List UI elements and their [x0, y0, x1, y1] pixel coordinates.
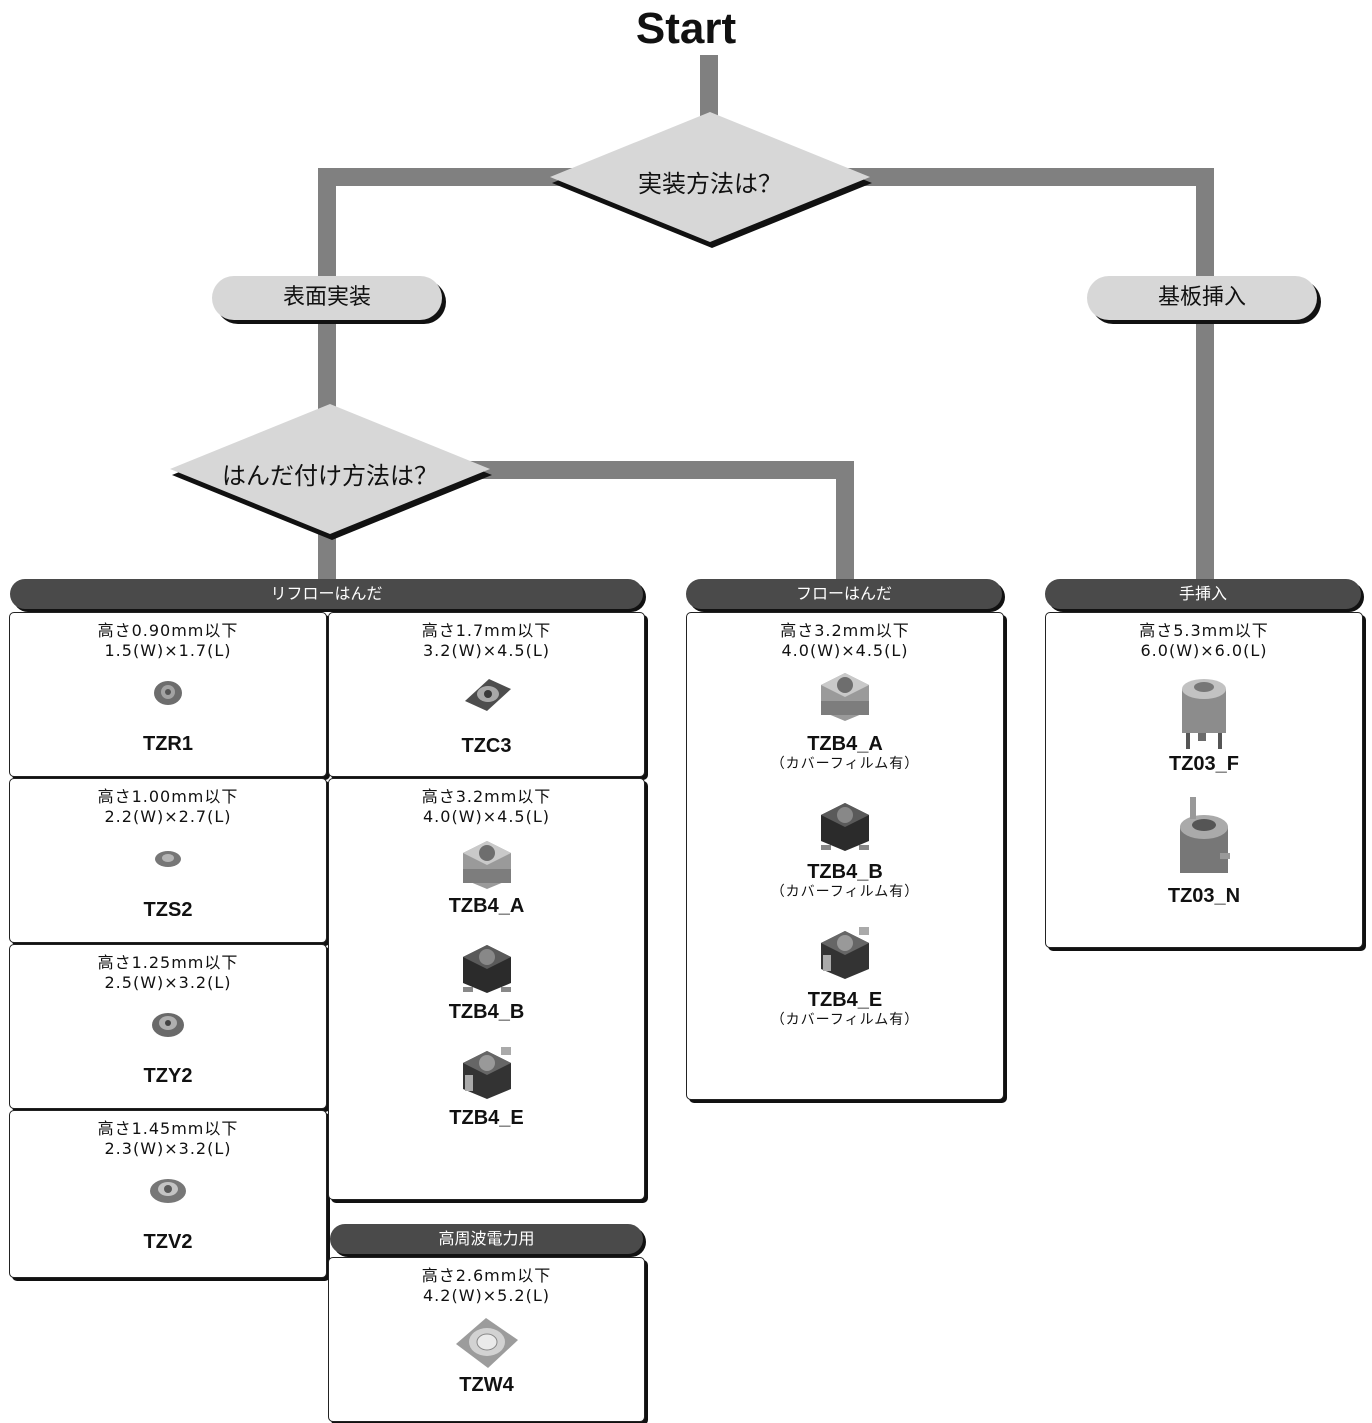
product-card-tzw4: 高さ2.6mm以下 4.2(W)×5.2(L) TZW4 [328, 1257, 645, 1422]
tzc3-image [464, 679, 511, 711]
spec-size: 6.0(W)×6.0(L) [1140, 641, 1268, 660]
spec-size: 2.2(W)×2.7(L) [104, 807, 232, 826]
product-card-tzy2: 高さ1.25mm以下 2.5(W)×3.2(L) TZY2 [9, 944, 327, 1109]
product-card-flow: 高さ3.2mm以下 4.0(W)×4.5(L) TZB4_A （カバーフィルム有… [686, 612, 1004, 1100]
product-card-tzc3: 高さ1.7mm以下 3.2(W)×4.5(L) TZC3 [328, 612, 645, 777]
tz03-n-image [1180, 797, 1230, 873]
spec-size: 2.5(W)×3.2(L) [104, 973, 232, 992]
product-name: TZY2 [143, 1065, 193, 1087]
product-name: TZW4 [459, 1374, 514, 1396]
tz03-f-image [1182, 679, 1226, 749]
cover-film-note: （カバーフィルム有） [770, 756, 920, 772]
tzw4-image [455, 1318, 518, 1368]
spec-height: 高さ1.7mm以下 [421, 621, 552, 640]
spec-height: 高さ5.3mm以下 [1139, 621, 1269, 640]
spec-height: 高さ1.45mm以下 [97, 1119, 239, 1138]
product-card-tzb4-reflow: 高さ3.2mm以下 4.0(W)×4.5(L) TZB4_A TZB4_B TZ… [328, 778, 645, 1200]
surface-mount-branch: 表面実装 [212, 276, 442, 320]
connector-flow-down [836, 461, 854, 583]
spec-size: 1.5(W)×1.7(L) [104, 641, 232, 660]
manual-header: 手挿入 [1045, 579, 1361, 609]
product-name: TZ03_N [1167, 885, 1241, 907]
product-name: TZB4_E [449, 1107, 524, 1129]
tzy2-image [152, 1013, 184, 1037]
spec-height: 高さ3.2mm以下 [421, 787, 552, 806]
product-name: TZB4_E [807, 989, 883, 1011]
cover-film-note: （カバーフィルム有） [770, 1012, 920, 1028]
cover-film-note: （カバーフィルム有） [770, 884, 920, 900]
flow-header: フローはんだ [686, 579, 1002, 609]
product-name: TZS2 [143, 899, 193, 921]
spec-height: 高さ1.00mm以下 [97, 787, 239, 806]
connector-left-down [318, 168, 336, 293]
solder-method-question: はんだ付け方法は？ [222, 462, 438, 490]
product-card-tzv2: 高さ1.45mm以下 2.3(W)×3.2(L) TZV2 [9, 1110, 327, 1278]
product-name: TZB4_B [807, 861, 883, 883]
spec-size: 3.2(W)×4.5(L) [423, 641, 550, 660]
spec-size: 4.0(W)×4.5(L) [423, 807, 550, 826]
spec-size: 4.2(W)×5.2(L) [423, 1286, 550, 1305]
product-card-tzs2: 高さ1.00mm以下 2.2(W)×2.7(L) TZS2 [9, 778, 327, 943]
product-name: TZB4_B [448, 1001, 525, 1023]
tzb4-e-image [462, 1047, 511, 1099]
product-name: TZB4_A [807, 733, 883, 755]
connector-through-hole-down [1196, 318, 1214, 583]
tzr1-image [154, 681, 182, 705]
connector-surface-down [318, 318, 336, 418]
start-title: Start [635, 4, 737, 53]
spec-height: 高さ0.90mm以下 [97, 621, 239, 640]
product-name: TZ03_F [1168, 753, 1240, 775]
product-name: TZV2 [143, 1231, 193, 1253]
flow-tzb4-a-image [821, 673, 869, 721]
tzb4-a-image [462, 841, 511, 889]
mount-method-diamond [550, 112, 872, 248]
spec-height: 高さ1.25mm以下 [97, 953, 239, 972]
tzb4-b-image [462, 945, 511, 993]
spec-height: 高さ2.6mm以下 [421, 1266, 552, 1285]
mount-method-question: 実装方法は？ [638, 170, 782, 198]
product-card-manual: 高さ5.3mm以下 6.0(W)×6.0(L) TZ03_F TZ03_N [1045, 612, 1363, 948]
tzs2-image [155, 851, 181, 867]
product-name: TZB4_A [448, 895, 525, 917]
connector-solder-horizontal [440, 461, 854, 479]
rf-power-header: 高周波電力用 [330, 1224, 643, 1254]
product-name: TZC3 [461, 735, 512, 757]
flow-tzb4-e-image [821, 927, 869, 979]
product-card-tzr1: 高さ0.90mm以下 1.5(W)×1.7(L) TZR1 [9, 612, 327, 777]
reflow-header: リフローはんだ [10, 579, 643, 609]
spec-size: 4.0(W)×4.5(L) [781, 641, 909, 660]
tzv2-image [150, 1179, 186, 1203]
product-name: TZR1 [143, 733, 193, 755]
connector-start-down [700, 55, 718, 125]
connector-right-down [1196, 168, 1214, 298]
solder-method-diamond [170, 404, 492, 540]
through-hole-branch: 基板挿入 [1087, 276, 1317, 320]
spec-height: 高さ3.2mm以下 [780, 621, 910, 640]
flow-tzb4-b-image [821, 803, 869, 851]
spec-size: 2.3(W)×3.2(L) [104, 1139, 232, 1158]
